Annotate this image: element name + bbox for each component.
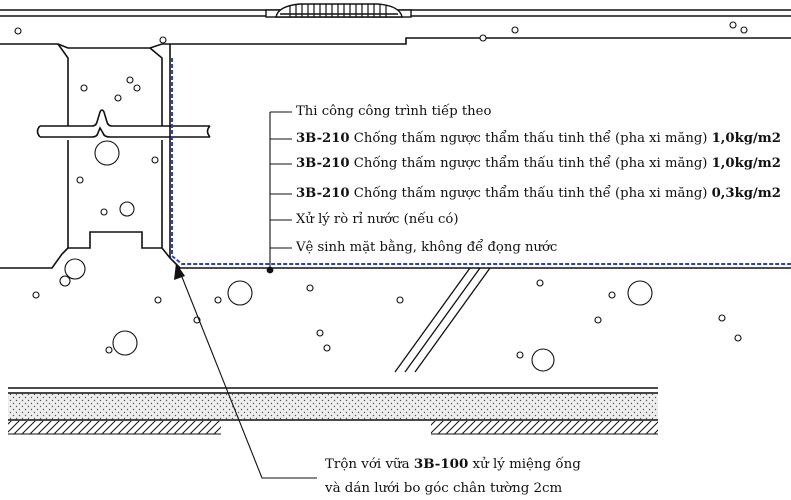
manhole-cover [265,3,412,18]
floor-slab [0,247,791,269]
coating-layer [171,58,791,265]
layer-label-6: Vệ sinh mặt bằng, không để đọng nước [296,240,558,255]
pipe [36,109,211,138]
slab-joint [394,267,491,373]
layer-label-5: Xử lý rò rỉ nước (nếu có) [296,212,459,227]
corner-note: Trộn với vữa 3B-100 xử lý miệng ống và d… [325,452,581,500]
callout-leaders [269,111,292,270]
layer-label-3: 3B-210 Chống thấm ngược thẩm thấu tinh t… [296,156,781,171]
corner-note-line-2: và dán lưới bo góc chân tường 2cm [325,481,563,496]
corner-note-leader [179,271,317,479]
earth-hatching [8,421,658,435]
layer-label-4: 3B-210 Chống thấm ngược thẩm thấu tinh t… [296,186,781,201]
corner-note-line-1: Trộn với vữa 3B-100 xử lý miệng ống [325,456,581,472]
wall-shaft [57,43,171,258]
layer-label-1: Thi công công trình tiếp theo [296,104,492,119]
arrow-head [174,263,185,280]
blinding-layer [8,387,658,421]
layer-label-2: 3B-210 Chống thấm ngược thẩm thấu tinh t… [296,131,781,146]
callout-dot [266,266,274,274]
